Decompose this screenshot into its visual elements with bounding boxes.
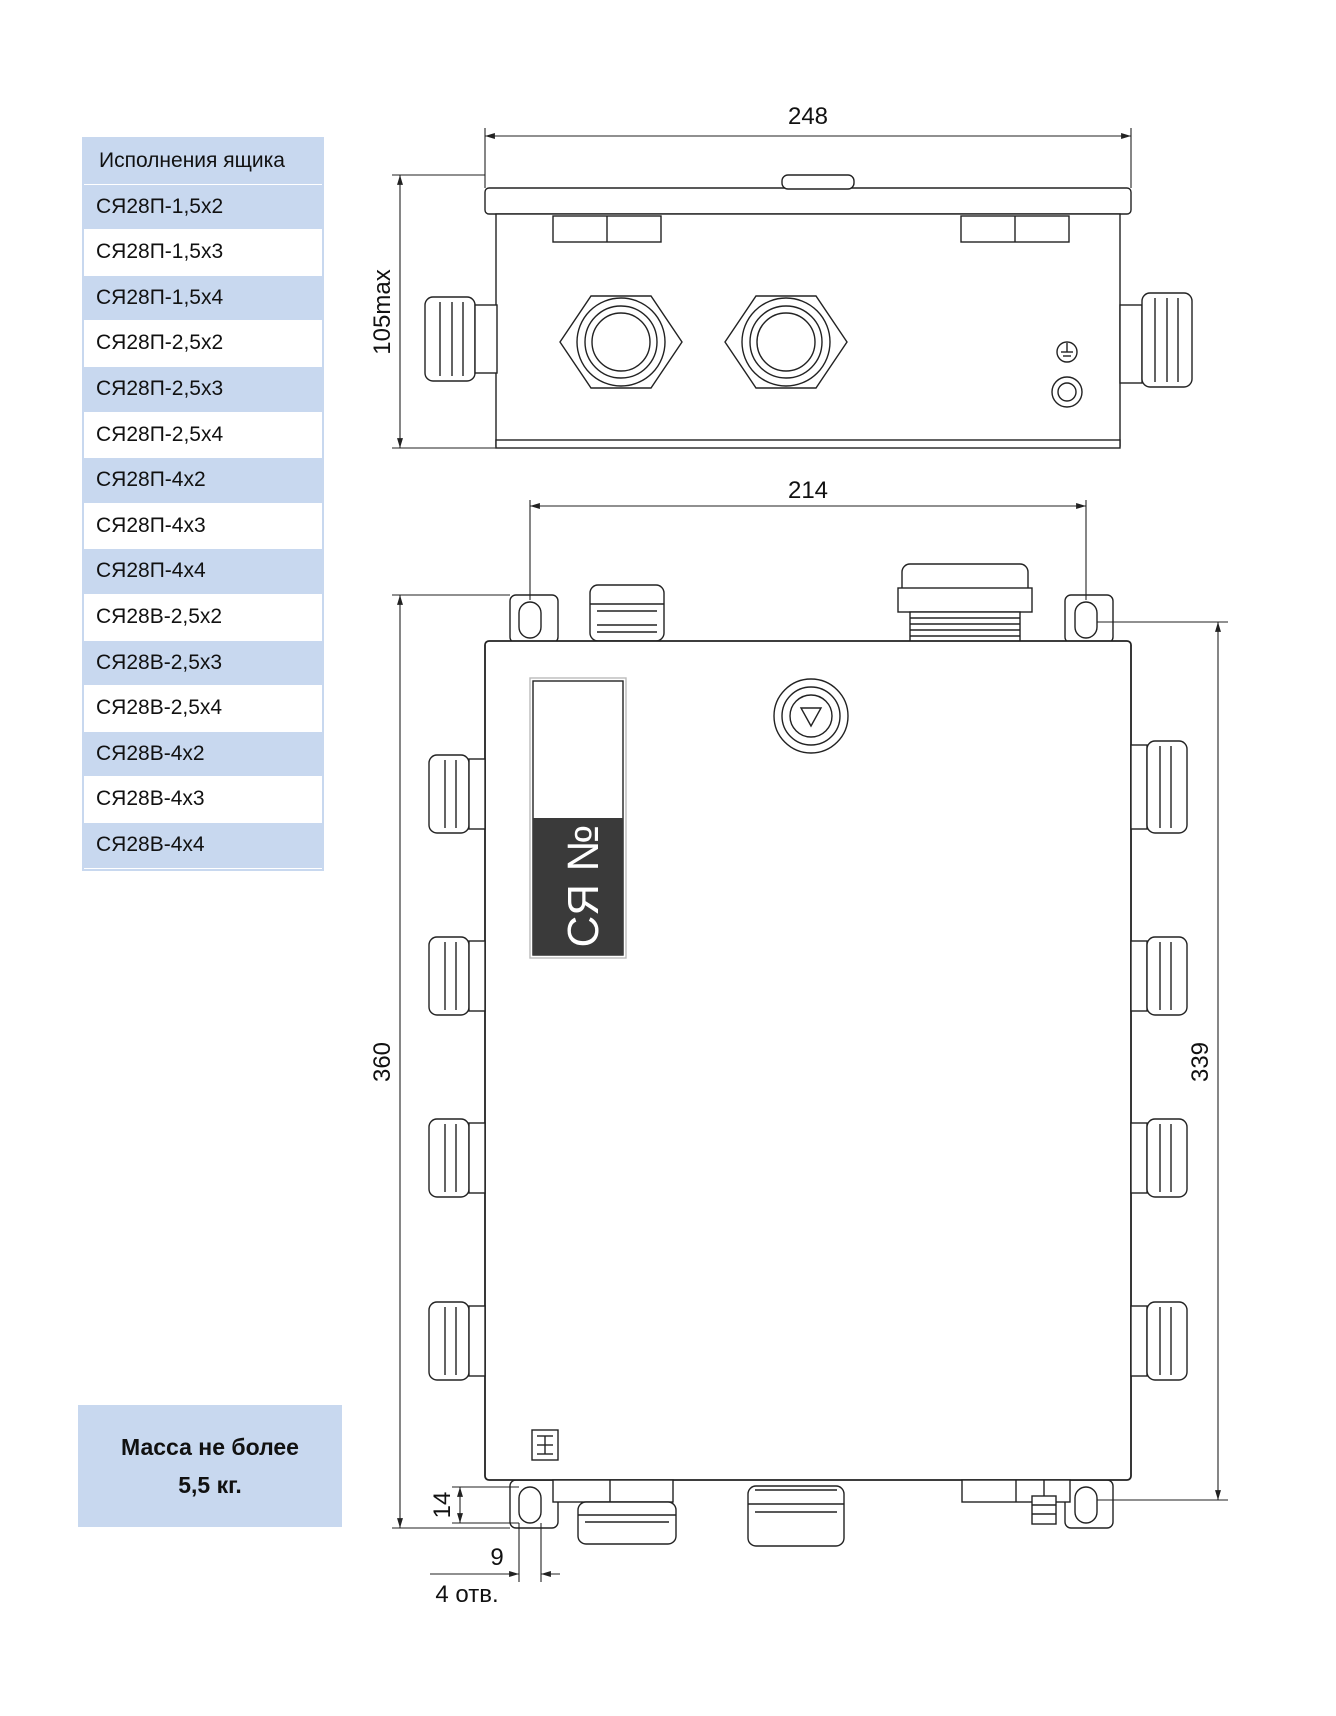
left-cable-gland xyxy=(428,1301,486,1381)
ground-stud xyxy=(1051,376,1083,408)
left-cable-gland xyxy=(428,936,486,1016)
variant-row: СЯ28В-2,5х3 xyxy=(84,640,322,687)
ground-bolt xyxy=(1031,1480,1057,1525)
right-cable-gland xyxy=(1130,740,1188,834)
left-cable-gland xyxy=(428,754,486,834)
variant-row: СЯ28В-4х3 xyxy=(84,777,322,823)
variant-row: СЯ28П-1,5х2 xyxy=(84,184,322,231)
variant-row: СЯ28В-4х2 xyxy=(84,731,322,778)
variant-row: СЯ28В-2,5х4 xyxy=(84,686,322,732)
left-cable-gland xyxy=(428,1118,486,1198)
ground-symbol-icon xyxy=(1056,341,1078,363)
dim-overall-width: 248 xyxy=(788,103,828,130)
bottom-gland-right xyxy=(747,1485,845,1547)
side-gland-right xyxy=(1119,292,1193,388)
side-view xyxy=(424,174,1193,449)
variant-row: СЯ28П-4х2 xyxy=(84,458,322,504)
right-cable-gland xyxy=(1130,1301,1188,1381)
mass-note-line1: Масса не более xyxy=(121,1434,299,1460)
dim-mount-spacing: 214 xyxy=(788,477,828,504)
right-cable-gland xyxy=(1130,936,1188,1016)
mass-note: Масса не более 5,5 кг. xyxy=(78,1405,342,1527)
dim-slot-width: 9 xyxy=(490,1544,503,1571)
bottom-gland-left xyxy=(577,1501,677,1545)
front-gland-left xyxy=(559,295,683,389)
variant-row: СЯ28П-4х4 xyxy=(84,549,322,595)
variant-row: СЯ28П-2,5х3 xyxy=(84,366,322,413)
dim-height-max: 105max xyxy=(369,269,396,354)
dim-slot-height: 14 xyxy=(429,1492,456,1519)
side-gland-left xyxy=(424,296,498,382)
holes-note: 4 отв. xyxy=(435,1581,498,1608)
variant-row: СЯ28В-4х4 xyxy=(84,822,322,869)
mass-note-line2: 5,5 кг. xyxy=(178,1472,242,1498)
front-view xyxy=(428,563,1188,1547)
dim-overall-height: 360 xyxy=(369,1042,396,1082)
variant-row: СЯ28П-4х3 xyxy=(84,503,322,550)
variant-row: СЯ28В-2,5х2 xyxy=(84,594,322,641)
dim-mount-height: 339 xyxy=(1187,1042,1214,1082)
nameplate-label: СЯ № xyxy=(559,825,608,948)
variant-row: СЯ28П-2,5х4 xyxy=(84,412,322,459)
right-cable-gland xyxy=(1130,1118,1188,1198)
variant-row: СЯ28П-2,5х2 xyxy=(84,321,322,367)
top-gland-small xyxy=(589,584,665,642)
front-gland-right xyxy=(724,295,848,389)
variants-table-header: Исполнения ящика xyxy=(84,139,322,185)
variant-row: СЯ28П-1,5х3 xyxy=(84,230,322,276)
variant-row: СЯ28П-1,5х4 xyxy=(84,275,322,322)
top-gland-large xyxy=(897,563,1033,643)
nameplate-dark-area xyxy=(533,818,623,955)
triangle-icon xyxy=(799,707,823,728)
